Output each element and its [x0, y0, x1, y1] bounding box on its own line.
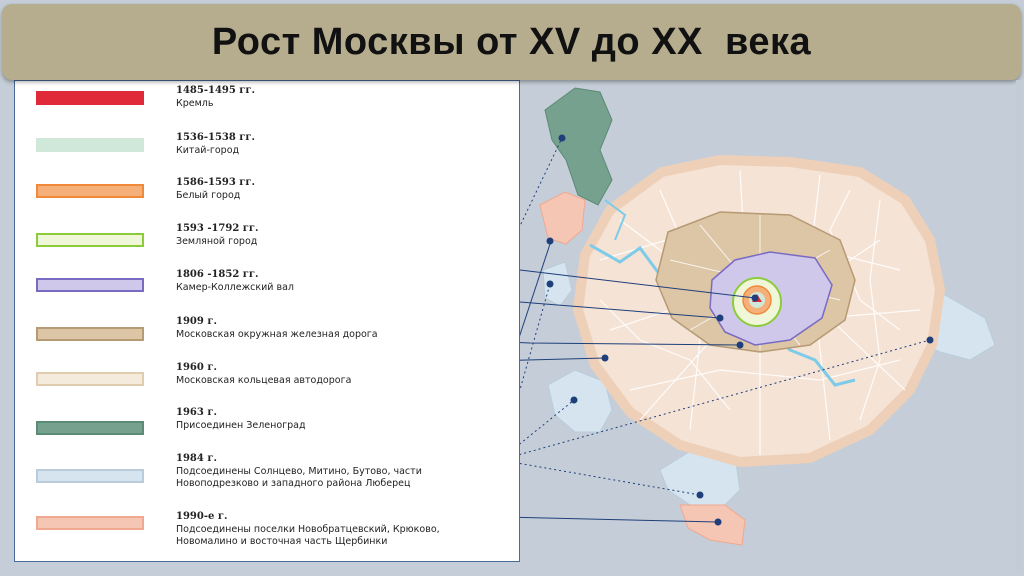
legend-year: 1593 -1792 гг.	[176, 223, 259, 234]
legend-desc: Присоединен Зеленоград	[176, 420, 306, 431]
legend-desc: Московская кольцевая автодорога	[176, 375, 352, 386]
area-1963-zelenograd	[544, 87, 613, 206]
swatch-kamer-kollezhsky	[36, 278, 144, 292]
legend-year: 1806 -1852 гг.	[176, 269, 259, 280]
leader-dots	[389, 134, 934, 526]
legend-desc: Новоподрезково и западного района Любере…	[176, 478, 411, 489]
swatch-bely-gorod	[36, 184, 144, 198]
legend-desc: Московская окружная железная дорога	[176, 329, 378, 340]
legend-desc: Подсоединены Солнцево, Митино, Бутово, ч…	[176, 466, 422, 477]
swatch-kremlin	[36, 91, 144, 105]
swatch-railway	[36, 327, 144, 341]
legend-year: 1536-1538 гг.	[176, 132, 256, 143]
swatch-kitai-gorod	[36, 138, 144, 152]
legend-desc: Кремль	[176, 98, 214, 109]
legend-desc: Камер-Коллежский вал	[176, 282, 294, 293]
legend-year: 1586-1593 гг.	[176, 177, 256, 188]
legend-year: 1485-1495 гг.	[176, 85, 256, 96]
legend-desc: Китай-город	[176, 145, 240, 156]
swatch-1990s	[36, 516, 144, 530]
legend-year: 1960 г.	[176, 362, 217, 373]
legend-year: 1963 г.	[176, 407, 217, 418]
swatch-zemlyanoy-gorod	[36, 233, 144, 247]
page-title: Рост Москвы от XV до XX века	[211, 20, 812, 63]
swatch-mkad	[36, 372, 144, 386]
legend-year: 1990-е г.	[176, 511, 228, 522]
right-edge	[1016, 80, 1022, 570]
legend-year: 1984 г.	[176, 453, 217, 464]
legend-desc: Земляной город	[176, 236, 258, 247]
legend-desc: Белый город	[176, 190, 241, 201]
title-bar: Рост Москвы от XV до XX века	[2, 4, 1021, 80]
area-1984-west	[542, 261, 573, 307]
area-1990s-northwest	[539, 191, 586, 245]
river-branch	[604, 199, 627, 241]
legend-desc: Подсоединены поселки Новобратцевский, Кр…	[176, 524, 440, 535]
legend-year: 1909 г.	[176, 316, 217, 327]
area-1990s-south	[679, 504, 746, 546]
swatch-1984	[36, 469, 144, 483]
legend: 1485-1495 гг. Кремль 1536-1538 гг. Китай…	[18, 80, 518, 560]
legend-desc: Новомалино и восточная часть Щербинки	[176, 536, 388, 547]
area-1984-southwest	[547, 369, 613, 433]
swatch-zelenograd	[36, 421, 144, 435]
